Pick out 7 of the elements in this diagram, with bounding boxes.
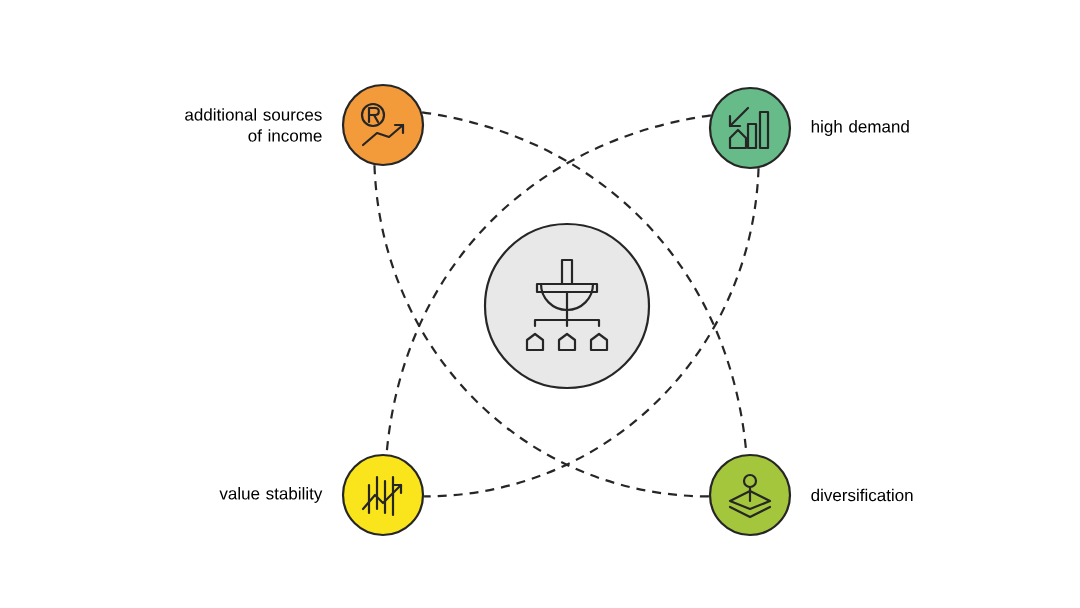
dashed-arc <box>424 168 760 498</box>
node-label: value stability <box>219 487 323 503</box>
node-label: high demand <box>811 120 909 136</box>
node-label: diversification <box>811 488 913 502</box>
icon-circle <box>483 222 651 390</box>
dashed-arc <box>373 165 709 498</box>
node-label: additional sources of income <box>185 108 322 142</box>
